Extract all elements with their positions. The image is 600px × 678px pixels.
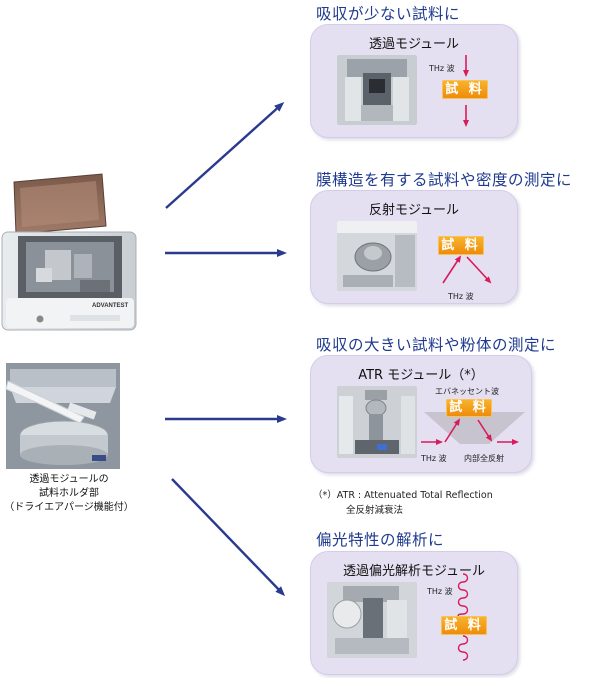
title-polarization: 透過偏光解析モジュール (342, 564, 486, 579)
heading-transmission: 吸収が少ない試料に (316, 5, 461, 23)
badge-atr: 試 料 (446, 399, 492, 417)
photo-transmission (337, 55, 417, 125)
helix-wave (457, 573, 469, 661)
holder-caption-line1: 透過モジュールの (29, 474, 109, 485)
wave-label-reflection: THz 波 (448, 292, 474, 301)
badge-transmission: 試 料 (442, 80, 488, 99)
heading-reflection: 膜構造を有する試料や密度の測定に (316, 171, 573, 189)
instrument-drawing: ADVANTEST (1, 173, 137, 331)
reflection-label-atr: 内部全反射 (464, 454, 504, 463)
title-reflection: 反射モジュール (368, 203, 460, 218)
holder-caption-line2: 試料ホルダ部 (39, 488, 99, 499)
photo-reflection (337, 221, 417, 291)
holder-caption: 透過モジュールの 試料ホルダ部 （ドライエアパージ機能付） (0, 473, 138, 515)
arrow-to-transmission (165, 101, 285, 209)
transmission-module-drawing (337, 55, 417, 125)
footnote-line1: （*）ATR : Attenuated Total Reflection (313, 490, 493, 501)
title-transmission: 透過モジュール (368, 37, 460, 52)
badge-polarization: 試 料 (441, 616, 487, 635)
wave-label-transmission: THz 波 (429, 64, 455, 73)
heading-polarization: 偏光特性の解析に (316, 531, 445, 549)
sample-holder-photo (5, 363, 120, 469)
atr-prism (424, 412, 525, 444)
photo-polarization (327, 582, 417, 658)
card-polarization: 透過偏光解析モジュール THz 波 試 料 (310, 551, 518, 675)
atr-footnote: （*）ATR : Attenuated Total Reflection 全反射… (313, 488, 493, 518)
beam-atr (421, 418, 519, 445)
card-atr: ATR モジュール（*） エバネッセント波 試 料 THz 波 内部全反射 (310, 355, 532, 473)
instrument-photo: ADVANTEST (0, 172, 140, 332)
heading-atr: 吸収の大きい試料や粉体の測定に (316, 336, 557, 354)
card-reflection: 反射モジュール 試 料 THz 波 (310, 190, 518, 304)
photo-atr (337, 386, 417, 458)
wave-label-atr: THz 波 (421, 454, 447, 463)
wave-label-polarization: THz 波 (427, 587, 453, 596)
arrow-to-polarization (171, 478, 286, 597)
holder-caption-line3: （ドライエアパージ機能付） (4, 502, 134, 513)
sample-holder-drawing (5, 363, 120, 469)
footnote-line2: 全反射減衰法 (346, 505, 404, 516)
brand-label: ADVANTEST (92, 303, 129, 309)
badge-reflection: 試 料 (438, 236, 484, 255)
atr-module-drawing (337, 386, 417, 458)
polarization-module-drawing (327, 582, 417, 658)
title-atr: ATR モジュール（*） (358, 368, 484, 383)
beam-reflection (442, 255, 492, 284)
card-transmission: 透過モジュール THz 波 試 料 (310, 24, 518, 138)
reflection-module-drawing (337, 221, 417, 291)
beam-transmission (463, 55, 469, 127)
evanescent-label: エバネッセント波 (435, 387, 499, 396)
